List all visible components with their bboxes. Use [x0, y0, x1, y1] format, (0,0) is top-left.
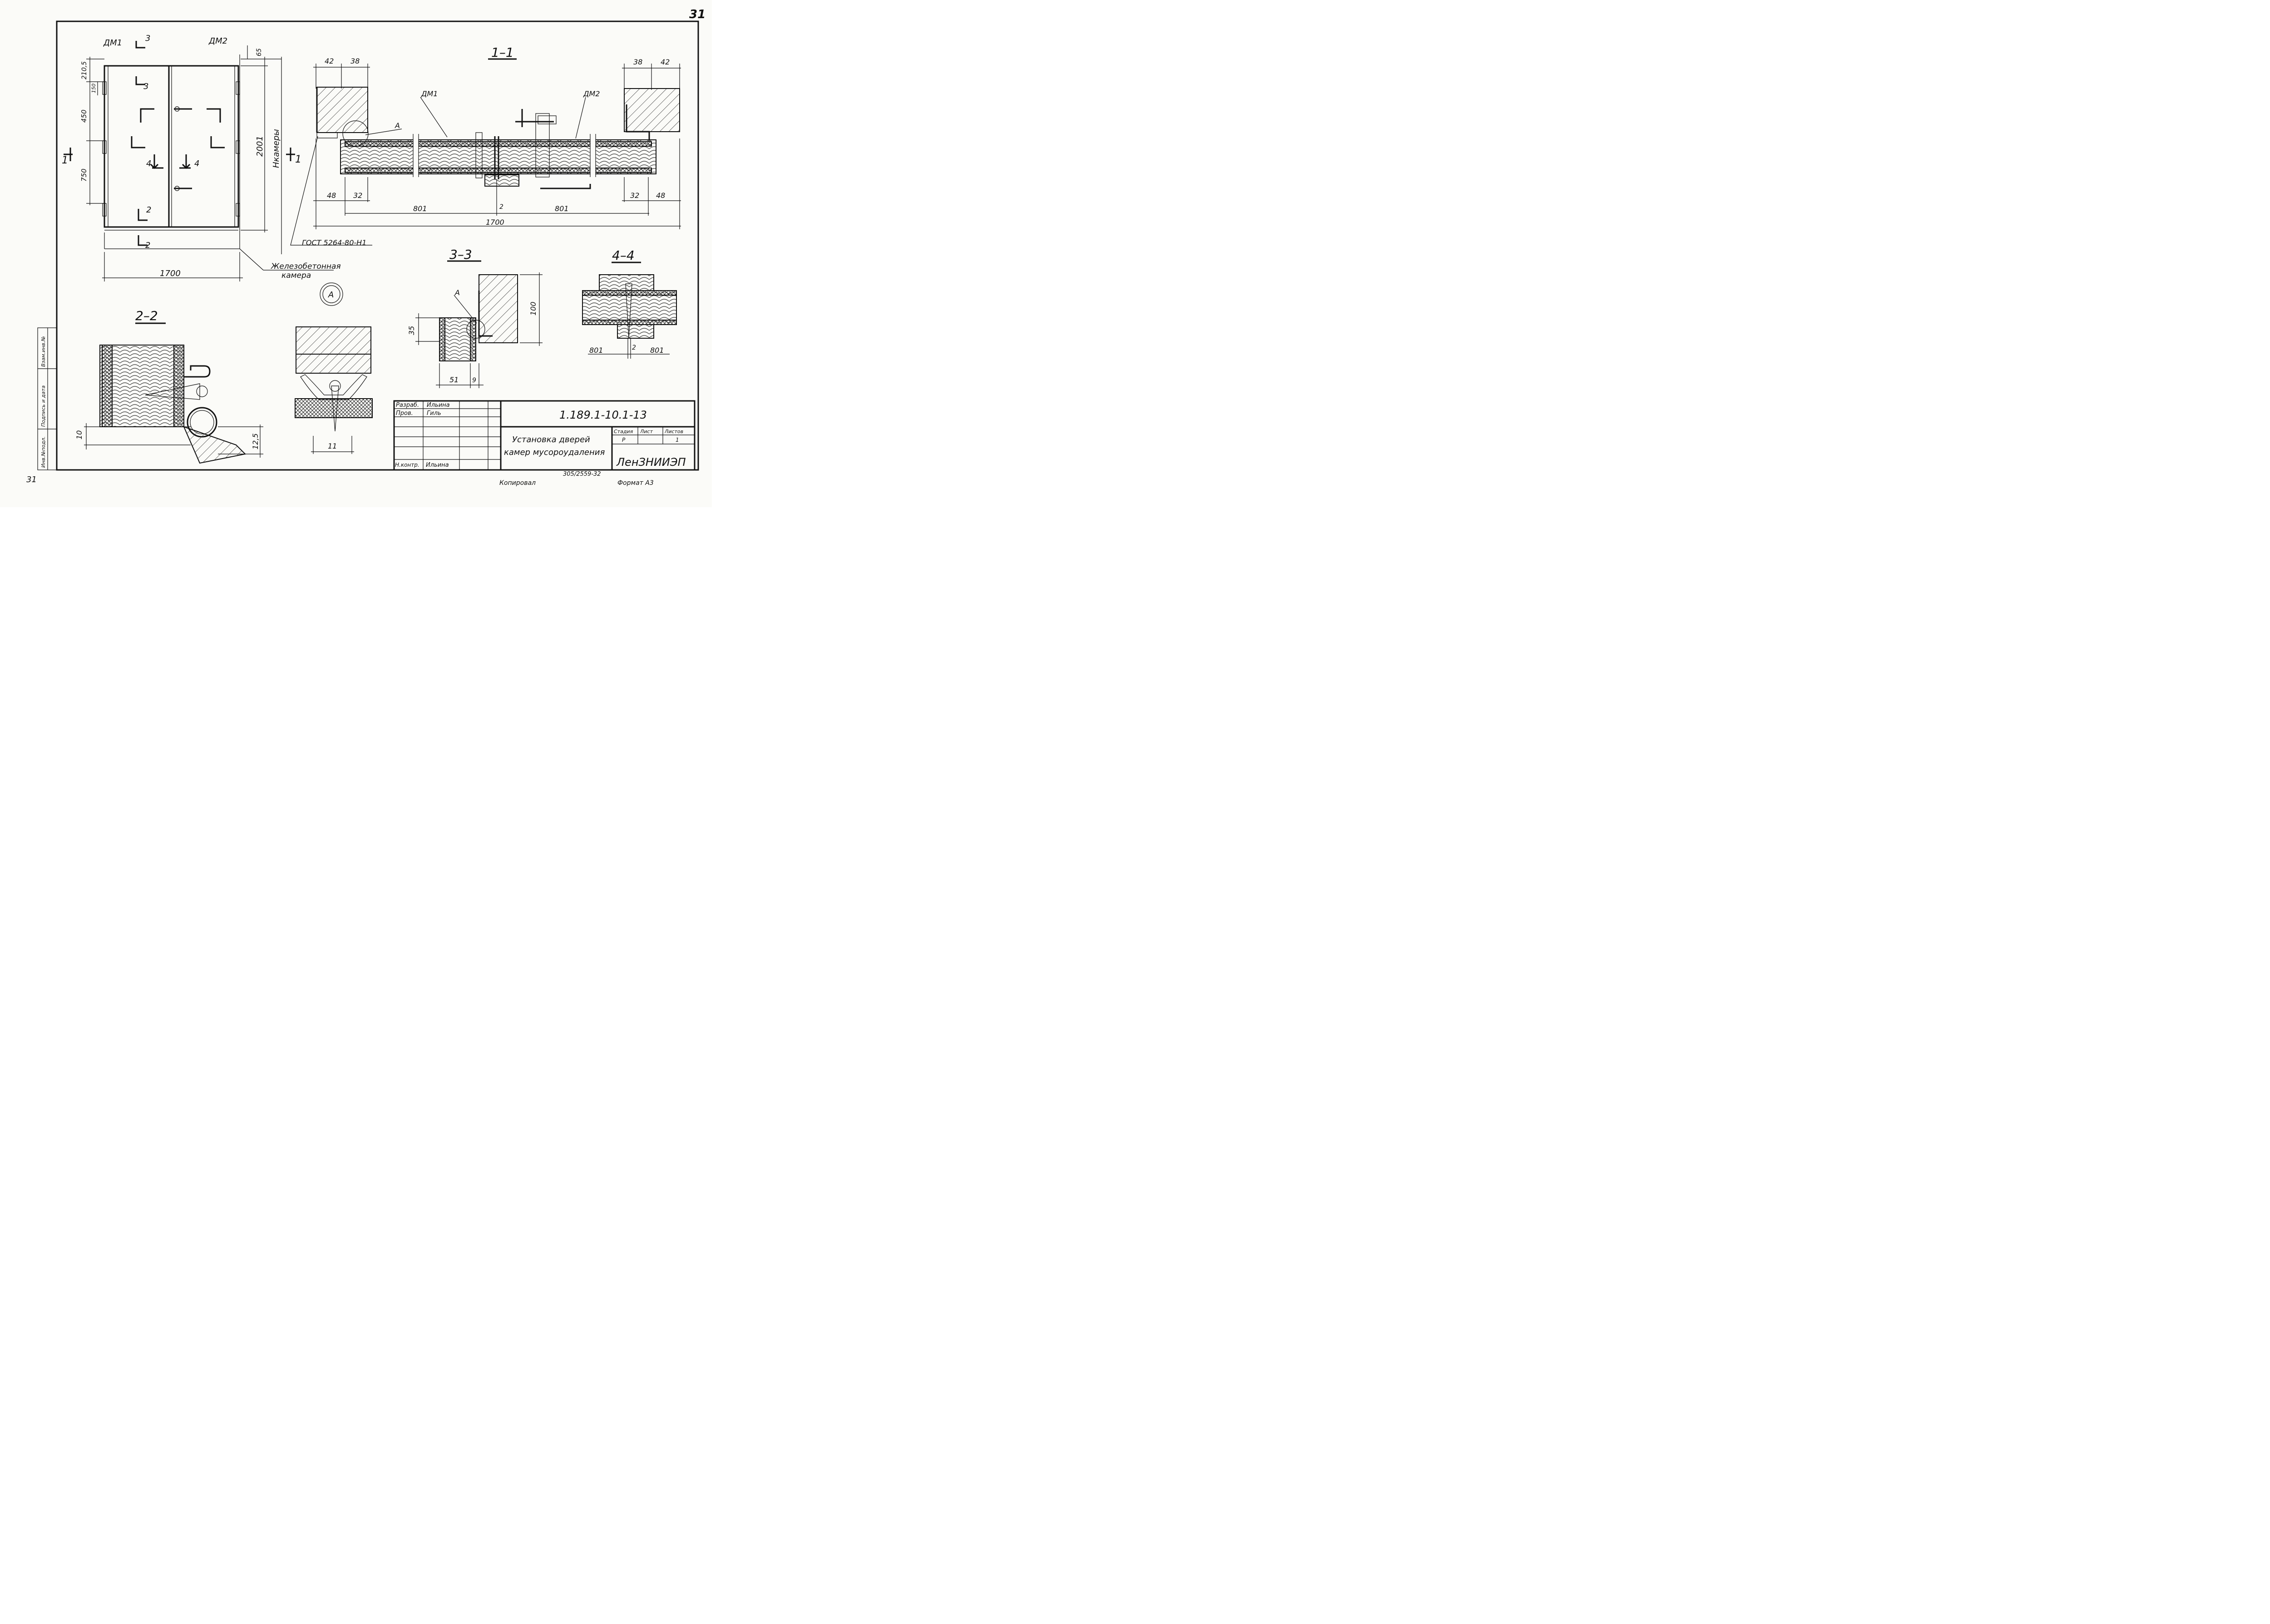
dim-hinge-small: 150 — [91, 84, 97, 93]
tb-title-2: камер мусороудаления — [504, 448, 605, 457]
tb-org: ЛенЗНИИЭП — [616, 456, 686, 469]
dim-1-1-total: 1700 — [486, 218, 504, 227]
cut-label-2-bottom: 2 — [145, 241, 150, 250]
dim-nail-11: 11 — [328, 442, 337, 450]
dim-upper: 450 — [80, 109, 88, 123]
tb-sheet-label: Лист — [640, 429, 653, 434]
tb-stage: Р — [622, 437, 626, 443]
tb-name-2: Гиль — [427, 410, 441, 417]
stamp-inv: Инв.№подл. — [40, 436, 46, 468]
dim-chamber-height: Нкамеры — [271, 129, 281, 168]
dim-height: 2001 — [255, 136, 265, 157]
dim-4-4-801-left: 801 — [589, 346, 603, 355]
title-block-frame — [393, 400, 696, 471]
section-3-3-title: 3–3 — [449, 247, 472, 262]
cut-label-4-right: 4 — [194, 159, 199, 168]
section-2-2-title: 2–2 — [135, 308, 158, 323]
dim-1-1-32-right: 32 — [630, 191, 639, 200]
section-4-4 — [582, 262, 677, 359]
dim-1-1-left-42: 42 — [325, 57, 334, 65]
footer-copied: Копировал — [499, 479, 536, 487]
dim-1-1-801-right: 801 — [555, 204, 569, 213]
dim-top-right: 65 — [256, 48, 263, 56]
dim-1-1-801-left: 801 — [413, 204, 427, 213]
gost-label: ГОСТ 5264-80-Н1 — [302, 238, 366, 247]
sheet-frame — [37, 20, 699, 471]
tb-title-1: Установка дверей — [512, 435, 590, 444]
stamp-sign: Подпись и дата — [40, 385, 46, 427]
section-1-1 — [290, 58, 681, 246]
detail-ref-1-1: А — [395, 121, 400, 130]
dim-1-1-48-left: 48 — [327, 191, 336, 200]
section-1-1-title: 1–1 — [491, 45, 514, 60]
page-number-bottom: 31 — [26, 475, 37, 484]
cut-label-1-left: 1 — [62, 155, 68, 166]
detail-callout-a — [320, 282, 343, 306]
cut-label-1-right: 1 — [295, 154, 301, 165]
tb-code: 1.189.1-10.1-13 — [559, 409, 647, 421]
footer-archive: 305/2559-32 — [563, 471, 601, 478]
chamber-label-2: камера — [281, 271, 311, 280]
dim-2-2-12-5: 12,5 — [251, 433, 260, 449]
dim-3-3-35: 35 — [407, 326, 416, 335]
page-number: 31 — [689, 8, 706, 21]
tb-role-3: Н.контр. — [395, 462, 419, 468]
section-4-4-title: 4–4 — [612, 248, 635, 263]
cut-label-2-top: 2 — [146, 205, 151, 215]
label-dm2: ДМ2 — [208, 36, 227, 46]
dim-4-4-2: 2 — [632, 344, 636, 351]
chamber-label-1: Железобетонная — [271, 262, 341, 271]
dim-4-4-801-right: 801 — [650, 346, 664, 355]
cut-label-3-top: 3 — [145, 34, 150, 43]
drawing-sheet: { "page_number": "31", "page_number_bott… — [0, 0, 712, 507]
tb-sheets-label: Листов — [664, 429, 683, 434]
tb-role-1: Разраб. — [396, 402, 419, 409]
dim-1-1-left-38: 38 — [350, 57, 360, 65]
section-nail — [295, 326, 373, 454]
cut-label-4-left: 4 — [146, 159, 151, 168]
tb-role-2: Пров. — [396, 410, 413, 417]
dim-1-1-gap: 2 — [499, 203, 503, 211]
dim-3-3-9: 9 — [472, 377, 476, 384]
drawing-canvas — [37, 20, 699, 471]
cut-label-3-bottom: 3 — [143, 82, 148, 91]
stamp-replace: Взам.инв.№ — [40, 336, 46, 367]
text-layer: 31 31 ДМ1 ДМ2 3 3 4 4 2 2 1 1 210,5 150 … — [26, 8, 706, 487]
label-1-1-dm2: ДМ2 — [583, 89, 600, 98]
dim-1-1-right-42: 42 — [661, 58, 670, 66]
dim-2-2-10: 10 — [75, 430, 84, 439]
tb-sheets: 1 — [676, 437, 679, 443]
tb-name-1: Ильина — [427, 402, 450, 409]
label-dm1: ДМ1 — [103, 38, 122, 48]
tb-name-3: Ильина — [426, 462, 449, 469]
footer-format: Формат А3 — [617, 479, 654, 487]
dim-3-3-51: 51 — [449, 375, 459, 384]
dim-3-3-100: 100 — [529, 301, 538, 316]
dim-lower: 750 — [80, 168, 88, 182]
detail-ref-3-3: А — [454, 288, 460, 297]
dim-1-1-32-left: 32 — [353, 191, 362, 200]
section-2-2 — [84, 322, 263, 464]
dim-width: 1700 — [160, 269, 181, 278]
tb-stage-label: Стадия — [614, 429, 633, 434]
label-1-1-dm1: ДМ1 — [421, 89, 438, 98]
dim-top-gap: 210,5 — [81, 61, 88, 79]
dim-1-1-48-right: 48 — [656, 191, 665, 200]
dim-1-1-right-38: 38 — [633, 58, 642, 66]
detail-callout-letter: А — [328, 290, 334, 300]
section-3-3 — [415, 260, 543, 388]
door-elevation — [64, 41, 334, 281]
